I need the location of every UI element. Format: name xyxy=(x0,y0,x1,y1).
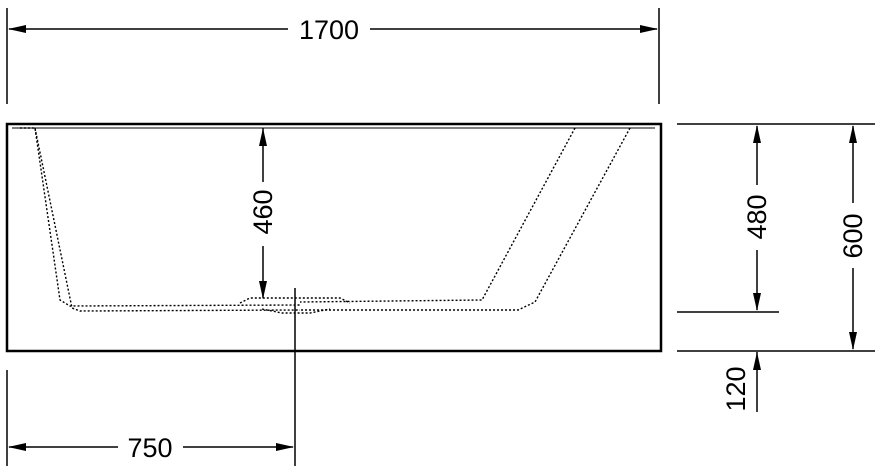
basin-right-backrest-outer xyxy=(300,127,631,311)
basin-right-backrest xyxy=(299,127,576,303)
arrow-down-icon xyxy=(259,281,267,299)
arrow-up-icon xyxy=(259,128,267,146)
arrow-up-icon xyxy=(753,352,761,370)
dimension-step-height: 120 xyxy=(721,352,761,412)
tub-inner-basin-hidden-lines xyxy=(20,127,631,314)
arrow-down-icon xyxy=(753,293,761,311)
basin-left-wall-outer xyxy=(34,127,301,312)
arrow-left-icon xyxy=(8,443,26,451)
dimension-label-drain-offset: 750 xyxy=(127,433,172,463)
arrow-down-icon xyxy=(849,332,857,350)
dimension-label-height-above-step: 480 xyxy=(742,194,772,239)
arrow-right-icon xyxy=(276,443,294,451)
dimension-label-step-height: 120 xyxy=(721,366,751,411)
dimension-label-total-length: 1700 xyxy=(299,15,359,45)
arrow-up-icon xyxy=(849,125,857,143)
dimension-inner-depth: 460 xyxy=(248,128,278,299)
tub-outer-body xyxy=(5,122,663,353)
dimension-total-height: 600 xyxy=(838,125,868,350)
arrow-right-icon xyxy=(640,25,658,33)
arrow-left-icon xyxy=(8,25,26,33)
dimension-height-above-step: 480 xyxy=(742,125,772,311)
basin-left-wall xyxy=(20,127,301,307)
dimension-label-inner-depth: 460 xyxy=(248,189,278,234)
dimension-drain-offset: 750 xyxy=(6,370,294,466)
arrow-up-icon xyxy=(753,125,761,143)
dimension-label-total-height: 600 xyxy=(838,213,868,258)
dimension-total-length: 1700 xyxy=(6,8,660,104)
